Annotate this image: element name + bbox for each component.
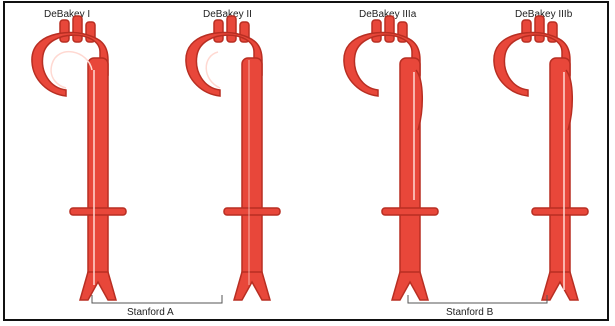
- label-stanford-a: Stanford A: [127, 307, 174, 318]
- aorta-debakey-2: [186, 16, 280, 300]
- bracket-stanford-b: [408, 295, 547, 303]
- aorta-debakey-3a: [344, 16, 438, 300]
- aorta-debakey-1: [32, 16, 126, 300]
- aorta-debakey-3b: [494, 16, 588, 300]
- label-stanford-b: Stanford B: [446, 307, 493, 318]
